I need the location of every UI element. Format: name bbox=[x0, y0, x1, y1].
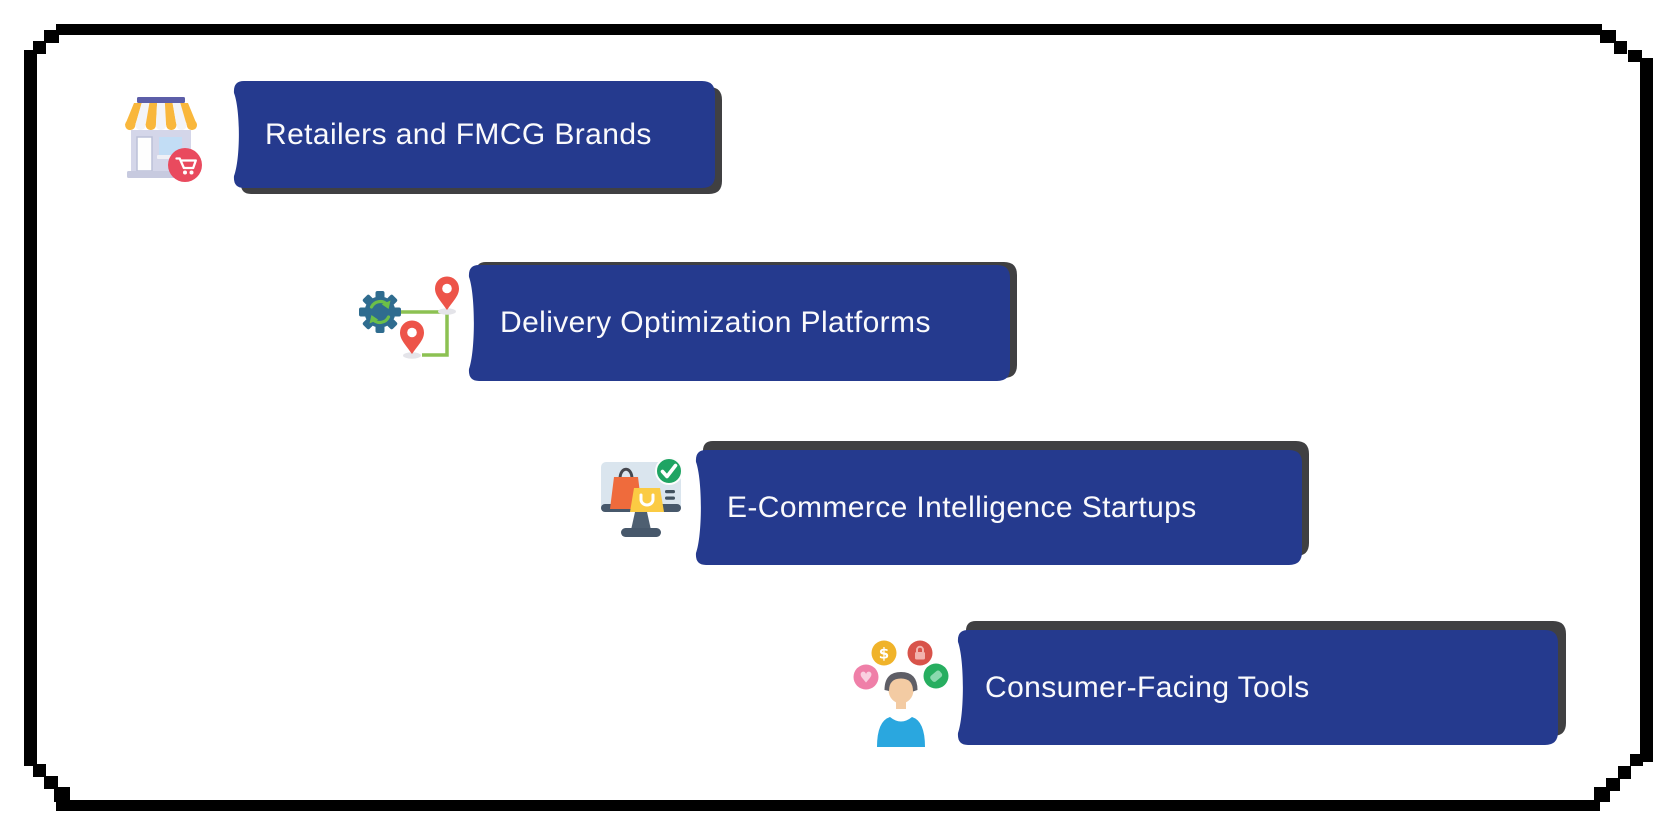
banner-delivery: Delivery Optimization Platforms bbox=[468, 262, 1022, 381]
storefront-cart-icon bbox=[125, 97, 202, 182]
banner-label-consumer: Consumer-Facing Tools bbox=[985, 670, 1310, 704]
svg-text:$: $ bbox=[879, 645, 889, 663]
monitor-shopping-bags-icon bbox=[601, 457, 683, 537]
banner-shape bbox=[233, 81, 715, 188]
gear-route-pins-icon bbox=[359, 276, 459, 359]
banner-label-retailers: Retailers and FMCG Brands bbox=[265, 117, 652, 151]
banner-label-delivery: Delivery Optimization Platforms bbox=[500, 306, 931, 339]
consumer-profile-icon: $ ♥ bbox=[853, 640, 949, 747]
banner-consumer: Consumer-Facing Tools bbox=[957, 621, 1570, 745]
banner-retailers: Retailers and FMCG Brands bbox=[233, 81, 727, 194]
banner-shape bbox=[468, 265, 1011, 381]
svg-text:♥: ♥ bbox=[859, 669, 872, 687]
banner-label-ecommerce: E-Commerce Intelligence Startups bbox=[727, 490, 1197, 524]
banner-ecommerce: E-Commerce Intelligence Startups bbox=[695, 441, 1314, 565]
banner-shape bbox=[957, 630, 1558, 745]
banner-shape bbox=[695, 450, 1302, 565]
